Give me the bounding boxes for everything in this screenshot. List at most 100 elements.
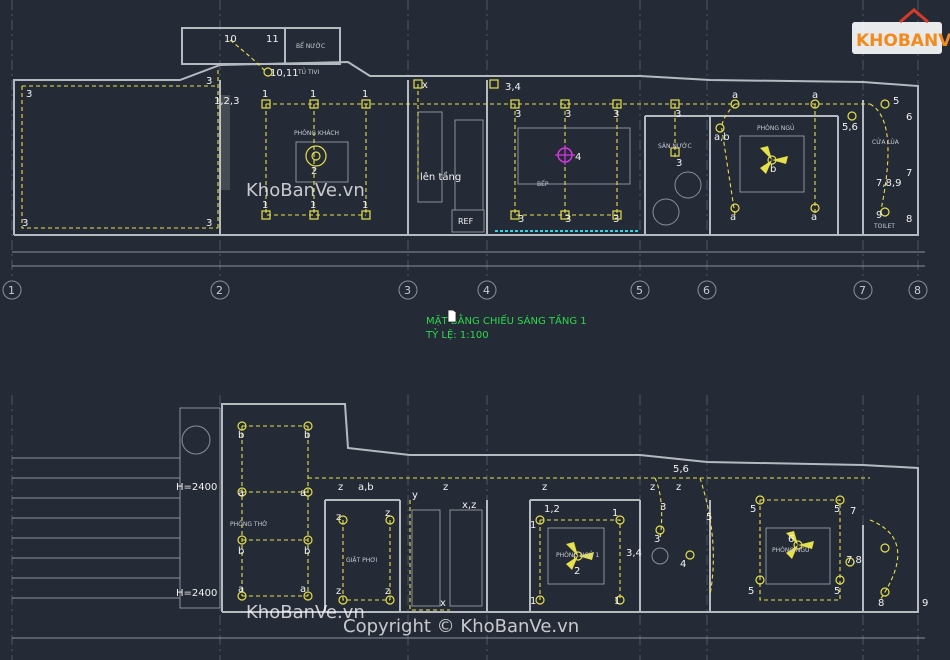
svg-text:3: 3: [206, 76, 212, 87]
svg-text:a: a: [812, 90, 818, 101]
svg-text:2: 2: [574, 566, 580, 577]
svg-text:a: a: [300, 488, 306, 499]
svg-text:2: 2: [311, 166, 317, 177]
svg-text:3,4: 3,4: [505, 82, 521, 93]
svg-text:a,b: a,b: [714, 132, 730, 143]
svg-text:5: 5: [893, 96, 899, 107]
svg-text:b: b: [770, 164, 776, 175]
svg-text:x: x: [440, 598, 446, 609]
svg-text:3: 3: [654, 534, 660, 545]
svg-text:H=2400: H=2400: [176, 588, 217, 599]
svg-text:1: 1: [262, 200, 268, 211]
svg-text:REF: REF: [458, 217, 474, 226]
axis-label: 4: [483, 284, 490, 297]
svg-text:PHÒNG NGỦ: PHÒNG NGỦ: [772, 546, 809, 554]
svg-text:a: a: [238, 488, 244, 499]
axis-label: 5: [636, 284, 643, 297]
svg-text:a,b: a,b: [358, 482, 374, 493]
svg-text:b: b: [238, 546, 244, 557]
svg-text:8: 8: [906, 214, 912, 225]
svg-text:3: 3: [660, 502, 666, 513]
floor2-wiring: [241, 425, 899, 611]
axis-label: 8: [914, 284, 921, 297]
svg-text:1: 1: [530, 520, 536, 531]
floor2-walls: [12, 403, 919, 613]
svg-text:b: b: [304, 546, 310, 557]
axis-markers: 1 2 3 4 5 6 7 8: [2, 280, 928, 300]
floor1-wiring: [21, 39, 889, 229]
svg-text:1: 1: [310, 89, 316, 100]
svg-text:x: x: [422, 80, 428, 91]
svg-text:5,6: 5,6: [673, 464, 689, 475]
svg-text:TỦ TIVI: TỦ TIVI: [297, 68, 320, 76]
svg-text:PHÒNG NGỦ 1: PHÒNG NGỦ 1: [556, 551, 599, 559]
svg-text:11: 11: [266, 34, 279, 45]
svg-text:7,8,9: 7,8,9: [876, 178, 901, 189]
svg-text:1: 1: [362, 89, 368, 100]
svg-text:a: a: [300, 584, 306, 595]
svg-text:MẶT BẰNG CHIẾU SÁNG TẦNG 1: MẶT BẰNG CHIẾU SÁNG TẦNG 1: [426, 313, 587, 327]
svg-text:5: 5: [834, 586, 840, 597]
svg-text:7: 7: [906, 168, 912, 179]
svg-text:GIẶT PHƠI: GIẶT PHƠI: [346, 557, 378, 564]
axis-label: 2: [216, 284, 223, 297]
svg-text:KhoBanVe.vn: KhoBanVe.vn: [246, 602, 365, 623]
svg-text:z: z: [676, 482, 681, 493]
svg-text:3: 3: [676, 158, 682, 169]
svg-text:7,8: 7,8: [846, 555, 862, 566]
svg-text:z: z: [385, 508, 390, 519]
svg-text:3: 3: [515, 109, 521, 120]
svg-text:3: 3: [22, 218, 28, 229]
svg-text:CỬA LÙA: CỬA LÙA: [872, 138, 900, 146]
floor1-circuit-labels: 3 3 3 3 10 11 10,11 1,2,3 1 1 1 1 1 1 2 …: [22, 34, 912, 229]
svg-text:KHOBANVE: KHOBANVE: [856, 31, 950, 51]
ceiling-fan-icon: [760, 146, 788, 174]
svg-text:3: 3: [518, 214, 524, 225]
svg-text:z: z: [336, 586, 341, 597]
svg-text:a: a: [238, 584, 244, 595]
svg-text:1,2: 1,2: [544, 504, 560, 515]
svg-text:3,4: 3,4: [626, 548, 642, 559]
svg-text:4: 4: [575, 152, 581, 163]
svg-text:3: 3: [675, 109, 681, 120]
floor2-room-labels: PHÒNG THỜ GIẶT PHƠI PHÒNG NGỦ 1 PHÒNG NG…: [176, 482, 809, 599]
svg-text:y: y: [412, 490, 418, 501]
svg-text:TOILET: TOILET: [873, 223, 895, 230]
svg-text:5: 5: [750, 504, 756, 515]
svg-text:x,z: x,z: [462, 500, 476, 511]
svg-text:1: 1: [612, 508, 618, 519]
axis-label: 7: [859, 284, 866, 297]
svg-text:z: z: [385, 586, 390, 597]
floor1-fixtures: [261, 67, 890, 220]
svg-text:z: z: [650, 482, 655, 493]
floor2-circuit-labels: b b a a b b a a z a,b z z z z y z x,z x …: [238, 430, 928, 609]
svg-text:H=2400: H=2400: [176, 482, 217, 493]
svg-text:8: 8: [878, 598, 884, 609]
svg-text:PHÒNG NGỦ: PHÒNG NGỦ: [757, 124, 794, 132]
floor1-walls: [13, 27, 919, 236]
svg-text:5: 5: [706, 512, 712, 523]
floor1-room-labels: BỂ NƯỚC TỦ TIVI PHÒNG KHÁCH BẾP SÂN NƯỚC…: [294, 42, 900, 230]
svg-text:5: 5: [834, 504, 840, 515]
svg-text:1: 1: [614, 596, 620, 607]
svg-text:5,6: 5,6: [842, 122, 858, 133]
floor2-fixtures: [237, 421, 890, 605]
svg-text:z: z: [336, 512, 341, 523]
svg-text:z: z: [338, 482, 343, 493]
svg-text:b: b: [304, 430, 310, 441]
svg-text:BỂ NƯỚC: BỂ NƯỚC: [296, 42, 325, 50]
svg-text:SÂN NƯỚC: SÂN NƯỚC: [658, 143, 692, 150]
svg-text:a: a: [732, 90, 738, 101]
svg-text:PHÒNG THỜ: PHÒNG THỜ: [230, 521, 268, 528]
svg-text:4: 4: [680, 559, 686, 570]
svg-text:Copyright © KhoBanVe.vn: Copyright © KhoBanVe.vn: [343, 616, 579, 637]
hand-cursor-icon: [447, 309, 457, 323]
svg-text:1: 1: [310, 200, 316, 211]
drawing-title-block: MẶT BẰNG CHIẾU SÁNG TẦNG 1 TỶ LỆ: 1:100: [425, 313, 587, 341]
svg-text:1: 1: [530, 596, 536, 607]
svg-text:1,2,3: 1,2,3: [214, 96, 239, 107]
svg-text:b: b: [238, 430, 244, 441]
svg-text:lên tầng: lên tầng: [420, 171, 461, 183]
